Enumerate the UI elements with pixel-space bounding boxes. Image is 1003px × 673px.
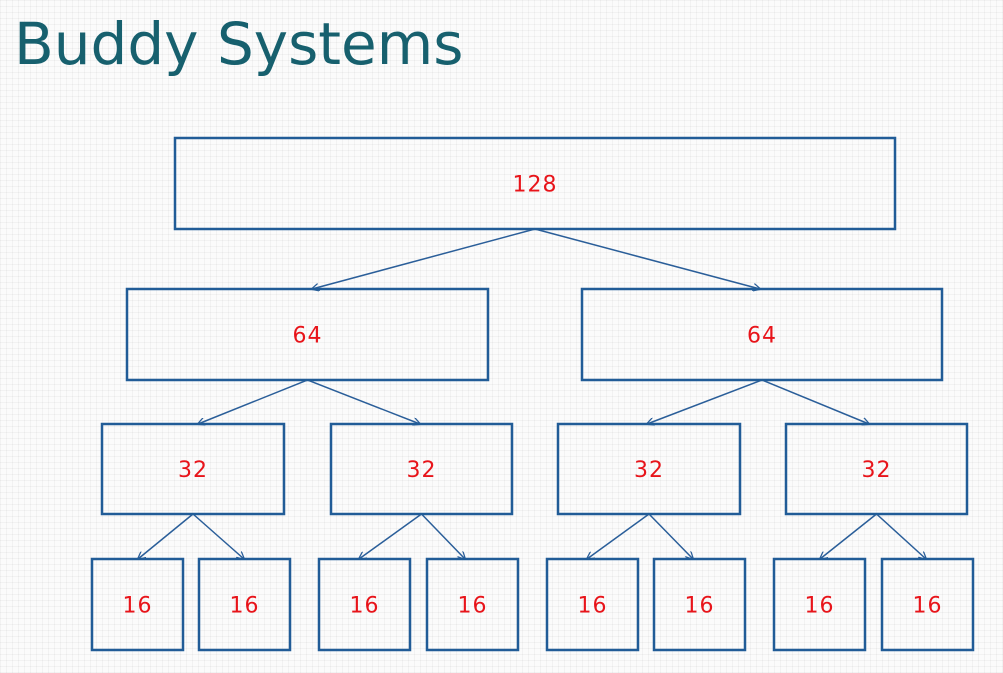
split-arrow: [192, 513, 244, 559]
block-node-level3: 16: [197, 557, 292, 652]
split-arrow: [359, 513, 422, 559]
block-node-level1: 64: [125, 287, 490, 382]
block-node-level2: 32: [556, 422, 742, 516]
block-size-label: 16: [123, 594, 153, 619]
split-arrow: [648, 513, 693, 559]
block-box: [90, 557, 185, 652]
block-box: [125, 287, 490, 382]
block-size-label: 64: [747, 324, 777, 349]
split-arrow: [761, 379, 869, 424]
split-arrow: [534, 228, 760, 289]
tree-nodes: 128 64 64 32 32 32 32 16 16 16 16 16 16 16 16: [90, 136, 975, 652]
block-size-label: 16: [230, 594, 260, 619]
block-size-label: 32: [178, 458, 208, 483]
tree-edges: [138, 228, 927, 559]
block-box: [784, 422, 969, 516]
block-size-label: 32: [407, 458, 437, 483]
block-box: [545, 557, 640, 652]
block-size-label: 64: [293, 324, 323, 349]
block-size-label: 16: [685, 594, 715, 619]
split-arrow: [312, 228, 536, 289]
block-node-level2: 32: [784, 422, 969, 516]
split-arrow: [820, 513, 877, 559]
block-box: [556, 422, 742, 516]
split-arrow: [138, 513, 194, 559]
block-box: [580, 287, 944, 382]
split-arrow: [587, 513, 650, 559]
block-node-level1: 64: [580, 287, 944, 382]
block-box: [772, 557, 867, 652]
block-box: [652, 557, 747, 652]
block-box: [197, 557, 292, 652]
block-size-label: 16: [578, 594, 608, 619]
block-node-level3: 16: [880, 557, 975, 652]
block-box: [425, 557, 520, 652]
block-box: [173, 136, 897, 231]
split-arrow: [875, 513, 927, 559]
block-size-label: 16: [805, 594, 835, 619]
block-node-level3: 16: [425, 557, 520, 652]
block-box: [329, 422, 514, 516]
split-arrow: [198, 379, 308, 424]
block-box: [880, 557, 975, 652]
block-node-level3: 16: [90, 557, 185, 652]
block-size-label: 128: [513, 173, 558, 198]
block-node-root: 128: [173, 136, 897, 231]
slide-title: Buddy Systems: [14, 10, 464, 78]
block-size-label: 32: [862, 458, 892, 483]
split-arrow: [647, 379, 763, 424]
block-node-level3: 16: [652, 557, 747, 652]
block-size-label: 16: [458, 594, 488, 619]
block-node-level2: 32: [329, 422, 514, 516]
block-node-level3: 16: [317, 557, 412, 652]
block-node-level2: 32: [100, 422, 286, 516]
block-size-label: 16: [350, 594, 380, 619]
split-arrow: [307, 379, 421, 424]
block-size-label: 32: [634, 458, 664, 483]
block-size-label: 16: [913, 594, 943, 619]
block-node-level3: 16: [545, 557, 640, 652]
block-box: [100, 422, 286, 516]
block-node-level3: 16: [772, 557, 867, 652]
split-arrow: [420, 513, 466, 559]
block-box: [317, 557, 412, 652]
